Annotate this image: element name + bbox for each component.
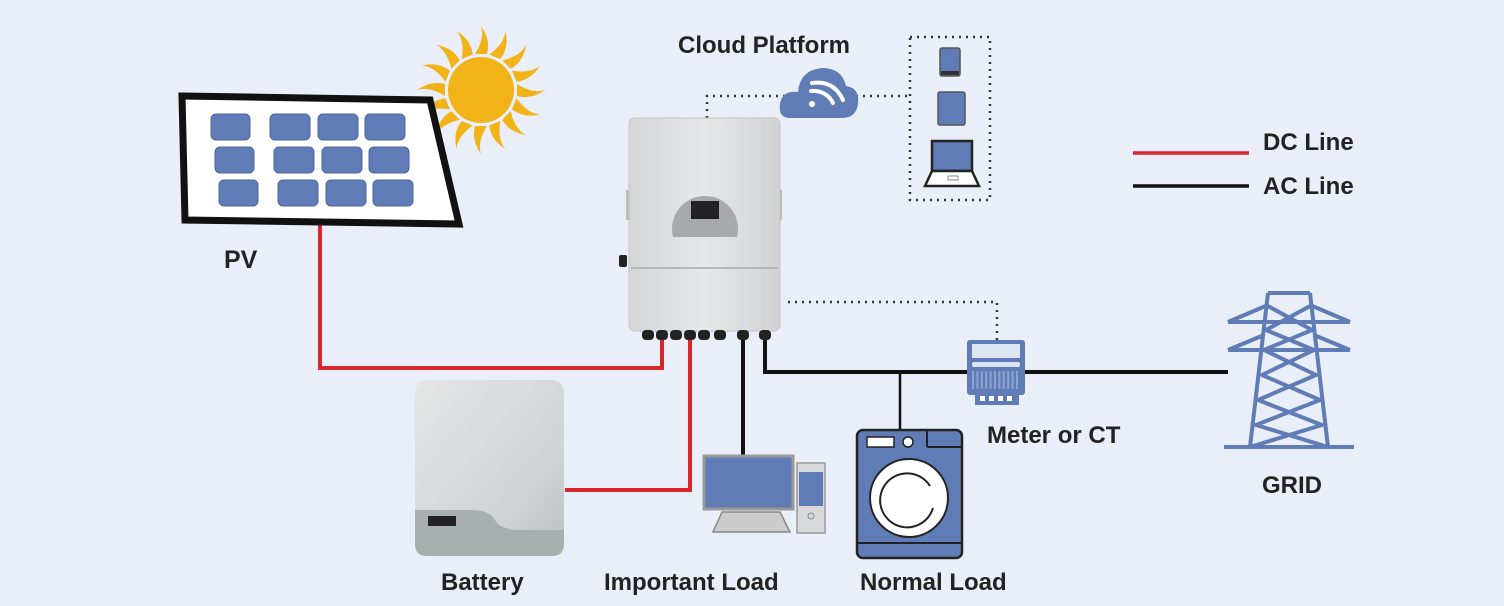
pv-cell	[368, 146, 410, 174]
inverter-connector	[714, 330, 726, 340]
sun-ray	[421, 98, 451, 115]
meter-label: Meter or CT	[987, 422, 1121, 449]
pv-cell	[214, 146, 255, 174]
meter-grille	[1016, 371, 1018, 389]
legend-ac-label: AC Line	[1263, 173, 1354, 200]
inverter-connector	[684, 330, 696, 340]
inverter-connector	[642, 330, 654, 340]
energy-meter-icon	[967, 340, 1025, 405]
grid-ac-wire	[763, 335, 1228, 374]
meter-grille	[976, 371, 979, 389]
battery-label: Battery	[441, 569, 524, 596]
inverter-connector	[759, 330, 771, 340]
sun-ray	[511, 65, 541, 82]
sun-ray	[435, 111, 460, 136]
sun-ray	[417, 82, 445, 96]
pv-dc-wire	[318, 225, 664, 370]
grid-label: GRID	[1262, 472, 1322, 499]
inverter-connector	[670, 330, 682, 340]
pv-cell	[372, 179, 414, 207]
user-devices-box	[908, 35, 992, 202]
sun-ray	[456, 30, 473, 60]
pv-label: PV	[224, 246, 258, 274]
pv-cell	[269, 113, 311, 141]
meter-grille	[989, 371, 992, 389]
meter-grille	[994, 371, 996, 389]
tablet-icon	[937, 91, 966, 126]
legend: DC Line AC Line	[1133, 129, 1354, 200]
laptop-icon	[923, 139, 981, 188]
inverter-cloud-link	[705, 94, 785, 118]
meter-grille	[998, 371, 1001, 389]
inverter-meter-link	[788, 300, 999, 340]
pv-cell	[218, 179, 259, 207]
sun-ray	[517, 84, 545, 98]
sun-ray	[502, 111, 527, 136]
sun-ray	[502, 44, 527, 69]
washing-machine-icon	[855, 428, 964, 560]
dc-wires	[318, 225, 692, 492]
meter-grille	[1007, 371, 1010, 389]
sun-ray	[473, 126, 487, 154]
pv-cell	[210, 113, 251, 141]
sun-ray	[511, 98, 541, 116]
hybrid-inverter-icon	[619, 117, 782, 340]
smartphone-icon	[939, 47, 961, 77]
normal-load-label: Normal Load	[860, 569, 1007, 596]
inverter-connector	[656, 330, 668, 340]
pv-cell	[317, 113, 359, 141]
pv-cell	[364, 113, 406, 141]
sun-ray	[489, 120, 506, 150]
desktop-computer-icon	[702, 454, 826, 534]
inverter-connector	[698, 330, 710, 340]
ac-wires	[741, 335, 1228, 456]
battery-dc-wire	[565, 335, 692, 492]
sun-icon	[417, 26, 545, 154]
pv-cell	[325, 179, 367, 207]
cloud-wifi-icon	[779, 68, 859, 118]
battery-icon	[415, 380, 564, 556]
meter-grille	[980, 371, 983, 389]
pv-cell	[273, 146, 315, 174]
sun-ray	[421, 64, 451, 82]
meter-grille	[985, 371, 988, 389]
pv-cell	[277, 179, 319, 207]
pv-panel-icon	[178, 92, 464, 228]
communication-lines	[705, 35, 999, 340]
sun-ray	[489, 30, 507, 60]
meter-grille	[1002, 371, 1005, 389]
inverter-connector	[737, 330, 749, 340]
sun-ray	[435, 44, 460, 69]
pv-cell	[321, 146, 363, 174]
sun-ray	[455, 120, 473, 150]
legend-dc-label: DC Line	[1263, 129, 1354, 156]
cloud-platform-label: Cloud Platform	[678, 32, 850, 59]
transmission-tower-icon	[1224, 291, 1354, 449]
meter-grille	[972, 371, 974, 389]
meter-grille	[1011, 371, 1014, 389]
sun-ray	[475, 26, 489, 54]
important-load-label: Important Load	[604, 569, 779, 596]
